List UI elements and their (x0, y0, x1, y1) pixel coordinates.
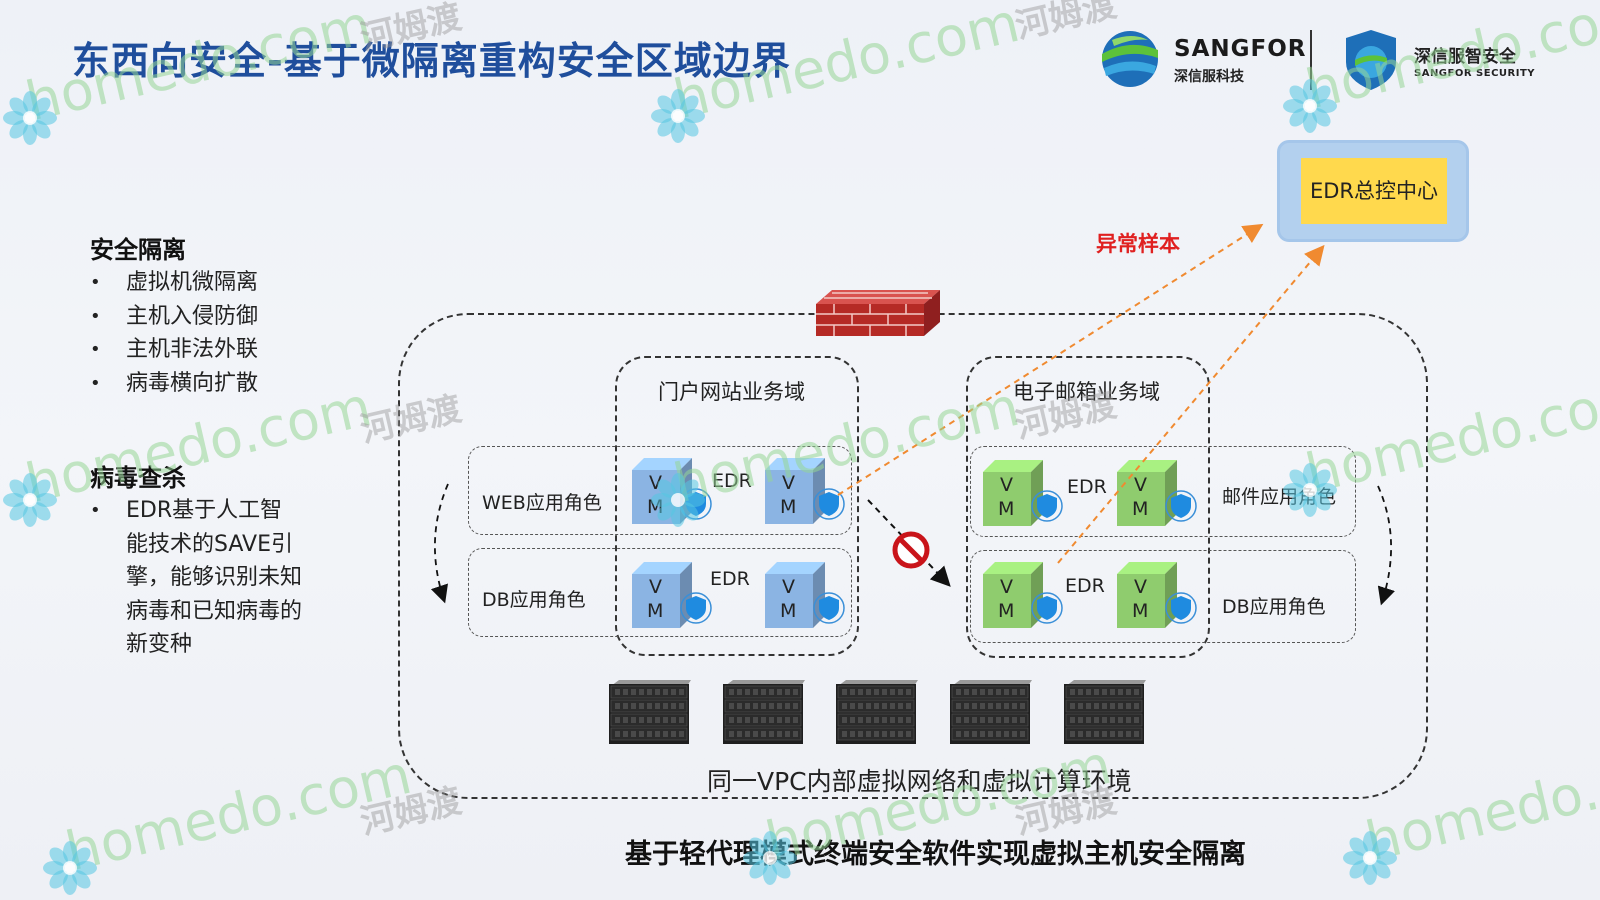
security-sub: SANGFOR SECURITY (1414, 68, 1536, 79)
server-rack-icon (834, 678, 918, 748)
antivirus-list: EDR基于人工智能技术的SAVE引擎，能够识别未知病毒和已知病毒的新变种 (90, 494, 302, 662)
list-item: 病毒横向扩散 (90, 367, 350, 401)
list-item: 主机非法外联 (90, 333, 350, 367)
vm-label-m: M (647, 496, 664, 518)
vm-label-v: V (1134, 576, 1147, 598)
logo-divider (1310, 30, 1312, 90)
sangfor-name: SANGFOR (1174, 36, 1307, 62)
vm-label-v: V (1000, 576, 1013, 598)
flower-icon (42, 840, 98, 900)
portal-domain-box (615, 356, 859, 656)
list-item: 主机入侵防御 (90, 300, 350, 334)
vm-cube-icon (632, 562, 712, 628)
sangfor-logo: SANGFOR 深信服科技 (1098, 28, 1305, 94)
page-title: 东西向安全-基于微隔离重构安全区域边界 (72, 39, 791, 83)
vm-label-m: M (1132, 498, 1149, 520)
vm-label-v: V (782, 472, 795, 494)
vm-cube-icon (983, 460, 1063, 526)
vm-cube-icon (765, 458, 845, 524)
sangfor-sub: 深信服科技 (1174, 69, 1244, 85)
vm-label-v: V (782, 576, 795, 598)
vm-label-m: M (647, 600, 664, 622)
server-rack-icon (607, 678, 691, 748)
sangfor-security-logo: 深信服智安全 SANGFOR SECURITY (1342, 28, 1542, 94)
flower-icon (1342, 830, 1398, 890)
edr-label-mail: EDR (1067, 476, 1107, 498)
bottom-caption: 基于轻代理模式终端安全软件实现虚拟主机安全隔离 (625, 839, 1246, 870)
edr-center-label: EDR总控中心 (1301, 158, 1447, 224)
server-rack-icon (1062, 678, 1146, 748)
shield-globe-icon (1346, 30, 1396, 90)
block-icon (892, 531, 930, 569)
flower-icon (2, 90, 58, 150)
edr-label-web: EDR (712, 470, 752, 492)
anomaly-sample-label: 异常样本 (1096, 232, 1180, 256)
mail-role-label: 邮件应用角色 (1222, 486, 1337, 508)
vm-cube-icon (632, 458, 712, 524)
mail-db-role-label: DB应用角色 (1222, 596, 1326, 618)
vm-label-m: M (780, 496, 797, 518)
flower-icon (650, 88, 706, 148)
web-role-label: WEB应用角色 (482, 492, 602, 514)
vm-label-m: M (780, 600, 797, 622)
server-rack-icon (948, 678, 1032, 748)
portal-db-role-label: DB应用角色 (482, 589, 586, 611)
vm-label-v: V (1000, 474, 1013, 496)
vm-cube-icon (765, 562, 845, 628)
vm-label-m: M (1132, 600, 1149, 622)
section-heading-antivirus: 病毒查杀 (90, 464, 186, 492)
edr-label-mail-db: EDR (1065, 575, 1105, 597)
server-rack-icon (721, 678, 805, 748)
edr-label-portal-db: EDR (710, 568, 750, 590)
portal-domain-title: 门户网站业务域 (658, 380, 805, 404)
vm-label-v: V (1134, 474, 1147, 496)
vpc-label: 同一VPC内部虚拟网络和虚拟计算环境 (707, 767, 1132, 796)
watermark-text: homedo.com (60, 742, 418, 884)
firewall-icon (816, 290, 940, 336)
vm-label-v: V (649, 472, 662, 494)
isolation-list: 虚拟机微隔离 主机入侵防御 主机非法外联 病毒横向扩散 (90, 266, 350, 400)
list-item: EDR基于人工智能技术的SAVE引擎，能够识别未知病毒和已知病毒的新变种 (90, 494, 302, 662)
vm-label-m: M (998, 600, 1015, 622)
flower-icon (2, 472, 58, 532)
vm-cube-icon (1117, 562, 1197, 628)
list-item: 虚拟机微隔离 (90, 266, 350, 300)
vm-cube-icon (983, 562, 1063, 628)
vm-label-v: V (649, 576, 662, 598)
security-name: 深信服智安全 (1414, 47, 1516, 67)
vm-label-m: M (998, 498, 1015, 520)
mail-domain-title: 电子邮箱业务域 (1013, 380, 1160, 404)
vm-cube-icon (1117, 460, 1197, 526)
portal-db-role-row (468, 548, 852, 637)
section-heading-isolation: 安全隔离 (90, 236, 186, 264)
sangfor-globe-icon (1102, 31, 1158, 87)
